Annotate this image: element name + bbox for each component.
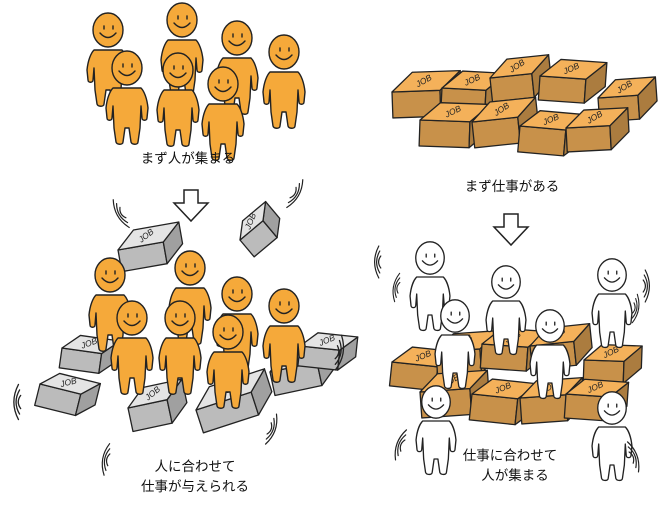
job-block: JOB xyxy=(489,54,552,103)
motion-lines-icon xyxy=(394,429,408,461)
motion-lines-icon xyxy=(13,383,22,421)
motion-lines-icon xyxy=(101,443,111,476)
caption-right-bottom-line2: 人が集まる xyxy=(481,468,549,484)
crowd-left-top xyxy=(86,2,306,161)
job-block: JOB xyxy=(34,372,102,417)
caption-left-bottom-line1: 人に合わせて xyxy=(154,459,236,475)
job-block: JOB xyxy=(565,107,630,153)
caption-left-bottom-line2: 仕事が与えられる xyxy=(141,479,249,495)
motion-lines-icon xyxy=(264,413,278,445)
caption-right-bottom-line1: 仕事に合わせて xyxy=(462,448,558,464)
person-icon xyxy=(156,52,200,147)
person-icon xyxy=(591,258,633,349)
job-block: JOB xyxy=(127,378,188,433)
arrow-down-right-icon xyxy=(492,213,530,247)
job-label: JOB xyxy=(58,375,78,389)
person-icon xyxy=(591,391,633,482)
job-block: JOB xyxy=(117,221,184,273)
job-block: JOB xyxy=(297,332,359,371)
motion-lines-icon xyxy=(286,179,304,209)
job-block: JOB xyxy=(537,58,608,104)
motion-lines-icon xyxy=(642,269,650,303)
caption-right-top: まず仕事がある xyxy=(464,179,560,195)
person-icon xyxy=(262,34,306,129)
arrow-down-left-icon xyxy=(172,189,210,223)
person-icon xyxy=(201,66,245,161)
motion-lines-icon xyxy=(334,334,345,371)
caption-left-top: まず人が集まる xyxy=(140,151,236,167)
person-icon xyxy=(110,300,154,395)
motion-lines-icon xyxy=(626,441,640,473)
job-block: JOB xyxy=(239,200,281,258)
motion-lines-icon xyxy=(112,199,130,229)
person-icon xyxy=(105,50,149,145)
motion-lines-icon xyxy=(392,272,401,303)
motion-lines-icon xyxy=(374,245,382,279)
motion-lines-icon xyxy=(631,293,640,324)
job-block: JOB xyxy=(582,344,643,385)
